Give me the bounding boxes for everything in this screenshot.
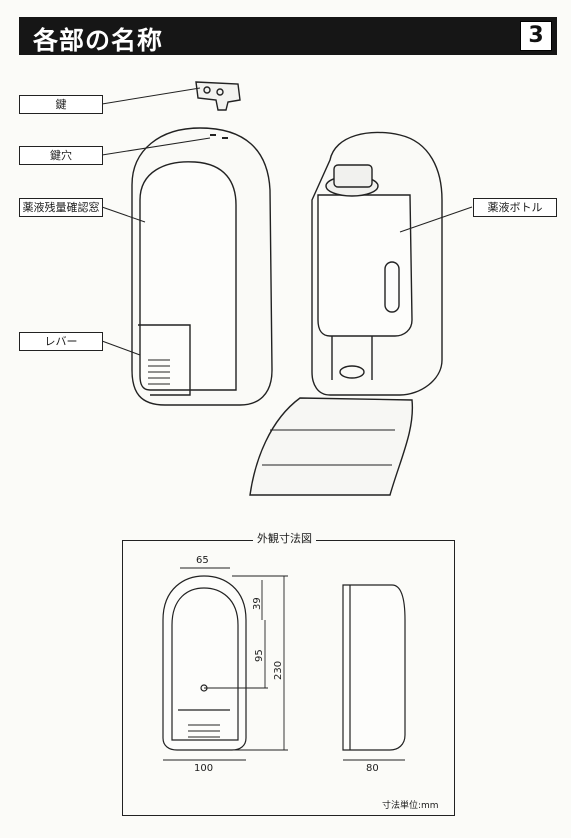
label-key: 鍵 (19, 95, 103, 114)
label-bottle: 薬液ボトル (473, 198, 557, 217)
key-illustration (195, 81, 241, 111)
dim-depth: 80 (366, 763, 379, 774)
section-header: 各部の名称 3 (19, 17, 557, 55)
dim-width-top: 65 (196, 555, 209, 566)
dim-height-upper: 39 (252, 597, 263, 610)
unit-note: 寸法単位:mm (382, 801, 439, 811)
page-number-badge: 3 (520, 21, 552, 51)
dimension-frame (122, 540, 455, 816)
open-dispenser (249, 131, 443, 496)
front-view (162, 575, 247, 751)
closed-dispenser (131, 127, 273, 406)
dim-width-bottom: 100 (194, 763, 214, 774)
label-lever: レバー (19, 332, 103, 351)
label-keyhole: 鍵穴 (19, 146, 103, 165)
dimension-title: 外観寸法図 (253, 532, 316, 546)
label-level-window: 薬液残量確認窓 (19, 198, 103, 217)
dim-height-middle: 95 (254, 649, 265, 662)
side-view (342, 584, 406, 751)
dim-height-total: 230 (273, 660, 284, 680)
page-title: 各部の名称 (33, 26, 164, 55)
